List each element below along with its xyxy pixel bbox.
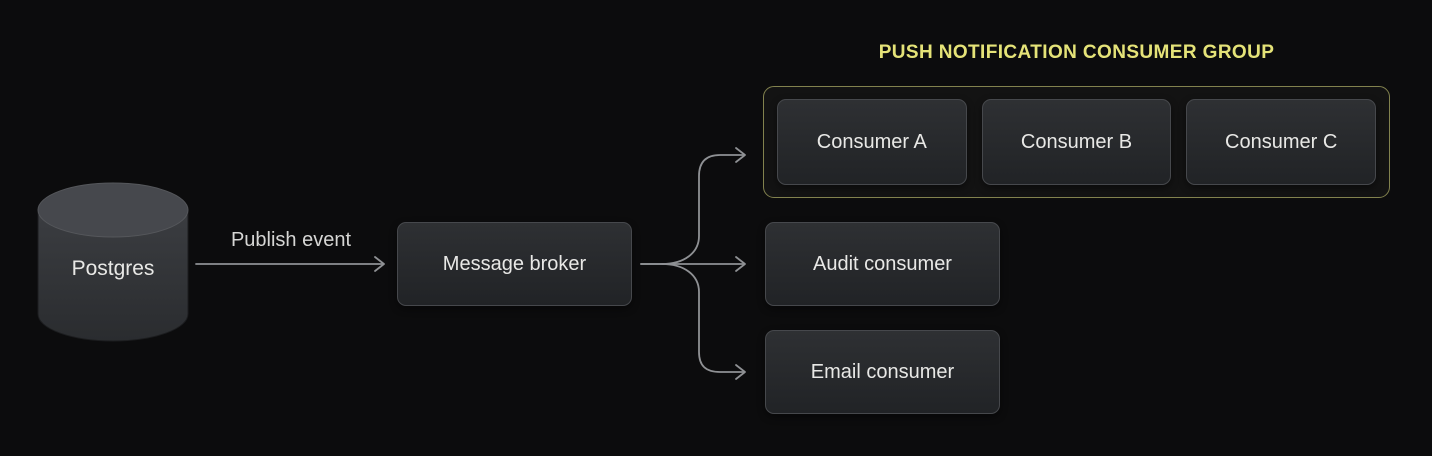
audit-consumer-label: Audit consumer [813,252,952,275]
email-consumer-label: Email consumer [810,360,955,383]
push-notification-consumer-group: Consumer A Consumer B Consumer C [763,86,1390,198]
consumer-c-label: Consumer C [1225,130,1338,153]
arrow-broker-to-consumer-group [640,147,746,265]
arrow-postgres-to-broker [195,256,385,272]
consumer-b-label: Consumer B [1020,130,1133,153]
database-node-label: Postgres [71,257,155,280]
arrow-broker-to-email [661,263,746,380]
consumer-a-node: Consumer A [777,99,967,185]
email-consumer-node: Email consumer [765,330,1000,414]
consumer-a-label: Consumer A [816,130,927,153]
message-broker-node: Message broker [397,222,632,306]
consumer-c-node: Consumer C [1186,99,1377,185]
arrow-broker-to-audit [640,256,746,272]
audit-consumer-node: Audit consumer [765,222,1000,306]
message-broker-label: Message broker [442,252,587,275]
publish-event-edge-label: Publish event [230,229,352,251]
consumer-group-title: PUSH NOTIFICATION CONSUMER GROUP [878,42,1275,63]
consumer-b-node: Consumer B [981,99,1172,185]
